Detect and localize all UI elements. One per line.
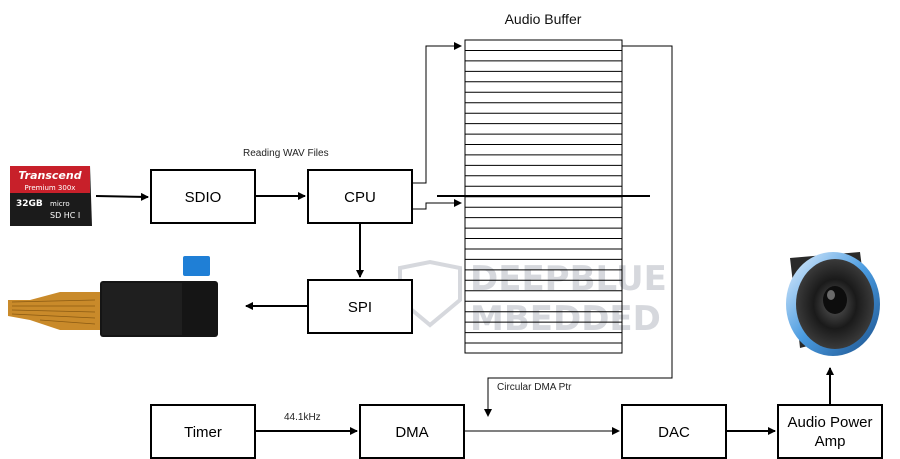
speaker-icon bbox=[786, 252, 880, 356]
sd-capacity: 32GB bbox=[16, 199, 43, 209]
freq-label: 44.1kHz bbox=[284, 412, 321, 423]
audio-buffer bbox=[464, 39, 623, 354]
dma-ptr-label: Circular DMA Ptr bbox=[497, 382, 572, 393]
reading-label: Reading WAV Files bbox=[243, 148, 329, 159]
svg-text:micro: micro bbox=[50, 200, 70, 208]
timer-block: Timer bbox=[150, 404, 256, 459]
amp-block: Audio Power Amp bbox=[777, 404, 883, 459]
cpu-label: CPU bbox=[344, 189, 376, 206]
cpu-block: CPU bbox=[307, 169, 413, 224]
watermark-line1: DEEPBLUE bbox=[470, 259, 667, 299]
dma-label: DMA bbox=[395, 424, 428, 441]
sdio-label: SDIO bbox=[185, 189, 222, 206]
sdio-block: SDIO bbox=[150, 169, 256, 224]
spi-block: SPI bbox=[307, 279, 413, 334]
arrow-sd-to-sdio bbox=[95, 192, 149, 201]
arrow-cpu-to-buffer-top bbox=[412, 42, 462, 184]
timer-label: Timer bbox=[184, 424, 222, 441]
dma-block: DMA bbox=[359, 404, 465, 459]
sd-brand: Transcend bbox=[18, 169, 81, 182]
amp-label-line2: Amp bbox=[815, 433, 846, 450]
display-image bbox=[8, 256, 218, 337]
arrow-cpu-to-buffer-mid bbox=[412, 199, 462, 210]
buffer-title: Audio Buffer bbox=[505, 11, 582, 27]
arrow-buffer-to-dma bbox=[484, 45, 673, 417]
dac-label: DAC bbox=[658, 424, 690, 441]
sd-line2: Premium 300x bbox=[25, 184, 76, 192]
watermark: DEEPBLUE MBEDDED bbox=[398, 259, 667, 339]
amp-label-line1: Audio Power bbox=[787, 414, 872, 431]
svg-text:SD HC I: SD HC I bbox=[50, 211, 80, 220]
spi-label: SPI bbox=[348, 299, 372, 316]
dac-block: DAC bbox=[621, 404, 727, 459]
sd-card-image: Transcend Premium 300x 32GB micro SD HC … bbox=[10, 166, 92, 226]
